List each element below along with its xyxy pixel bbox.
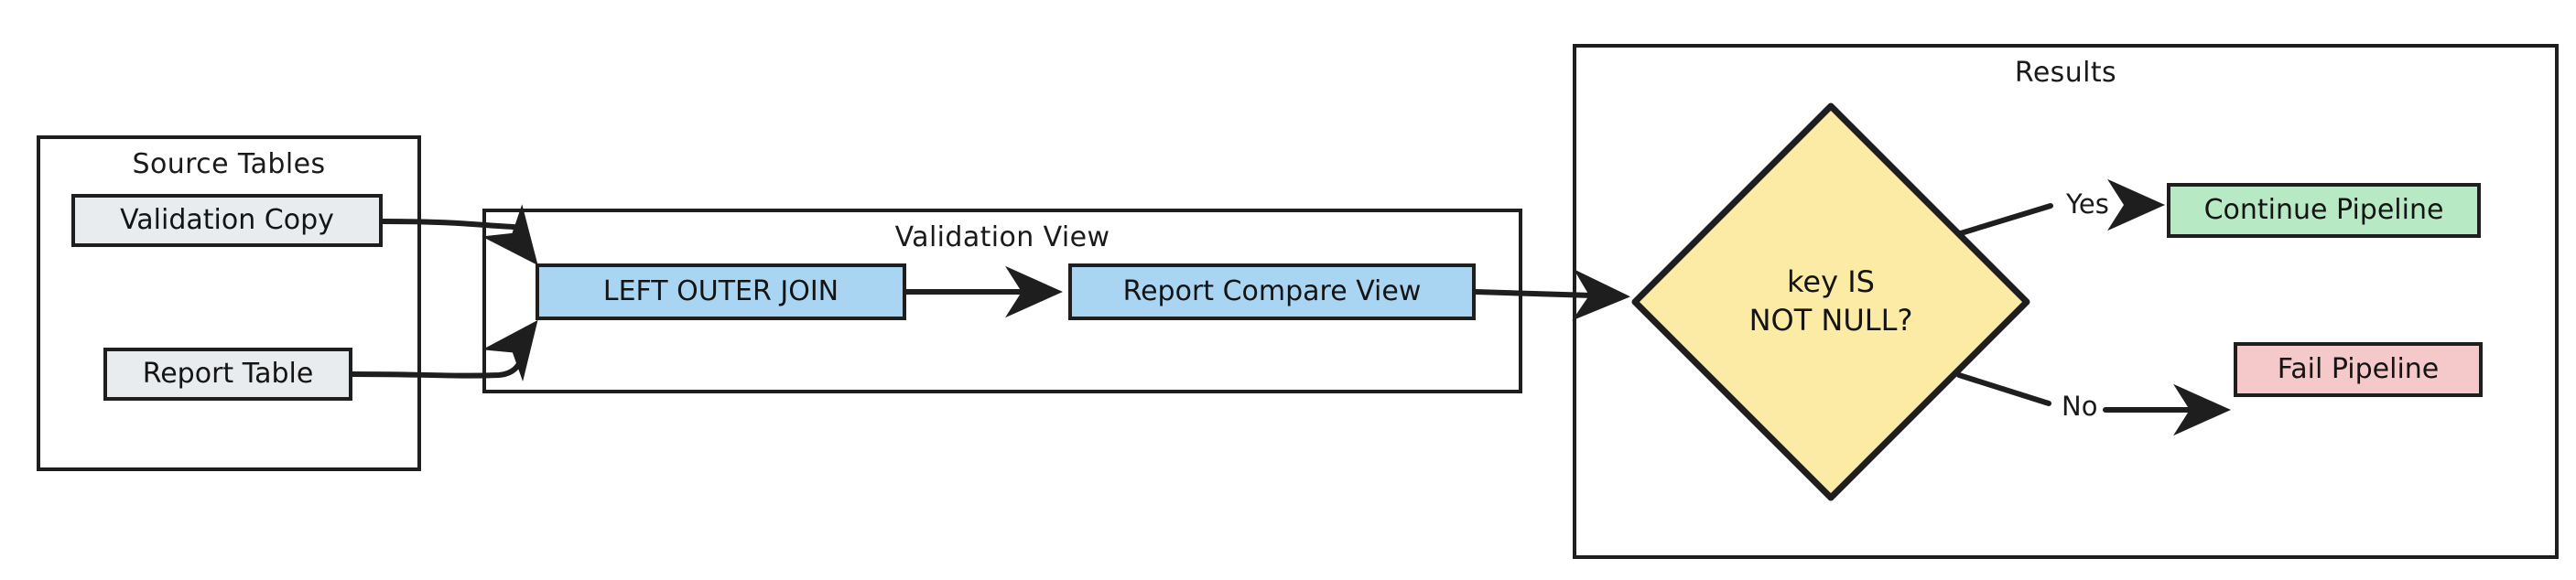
node-report-compare-view[interactable]: Report Compare View: [1068, 263, 1476, 320]
edge-label-yes: Yes: [2062, 188, 2113, 220]
node-decision[interactable]: key IS NOT NULL?: [1629, 101, 2032, 503]
node-fail-pipeline[interactable]: Fail Pipeline: [2234, 342, 2483, 397]
edge-label-no: No: [2058, 391, 2102, 422]
group-validation-view: Validation View: [482, 209, 1522, 393]
node-continue-pipeline[interactable]: Continue Pipeline: [2167, 183, 2481, 238]
node-fail-pipeline-label: Fail Pipeline: [2277, 352, 2440, 385]
group-source-tables: Source Tables: [37, 135, 421, 471]
node-validation-copy[interactable]: Validation Copy: [71, 194, 383, 247]
group-results-title: Results: [2014, 57, 2117, 89]
node-left-outer-join[interactable]: LEFT OUTER JOIN: [536, 263, 906, 320]
node-left-outer-join-label: LEFT OUTER JOIN: [602, 274, 839, 307]
node-decision-label: key IS NOT NULL?: [1748, 264, 1913, 338]
node-report-compare-view-label: Report Compare View: [1122, 274, 1422, 307]
group-validation-view-title: Validation View: [894, 221, 1110, 253]
node-continue-pipeline-label: Continue Pipeline: [2203, 193, 2444, 226]
node-report-table-label: Report Table: [142, 357, 314, 390]
group-source-tables-title: Source Tables: [132, 148, 326, 180]
decision-diamond-shape: [1631, 102, 2030, 501]
node-validation-copy-label: Validation Copy: [120, 203, 334, 236]
edge-label-yes-text: Yes: [2066, 188, 2109, 220]
edge-label-no-text: No: [2062, 391, 2098, 422]
node-report-table[interactable]: Report Table: [103, 348, 352, 401]
